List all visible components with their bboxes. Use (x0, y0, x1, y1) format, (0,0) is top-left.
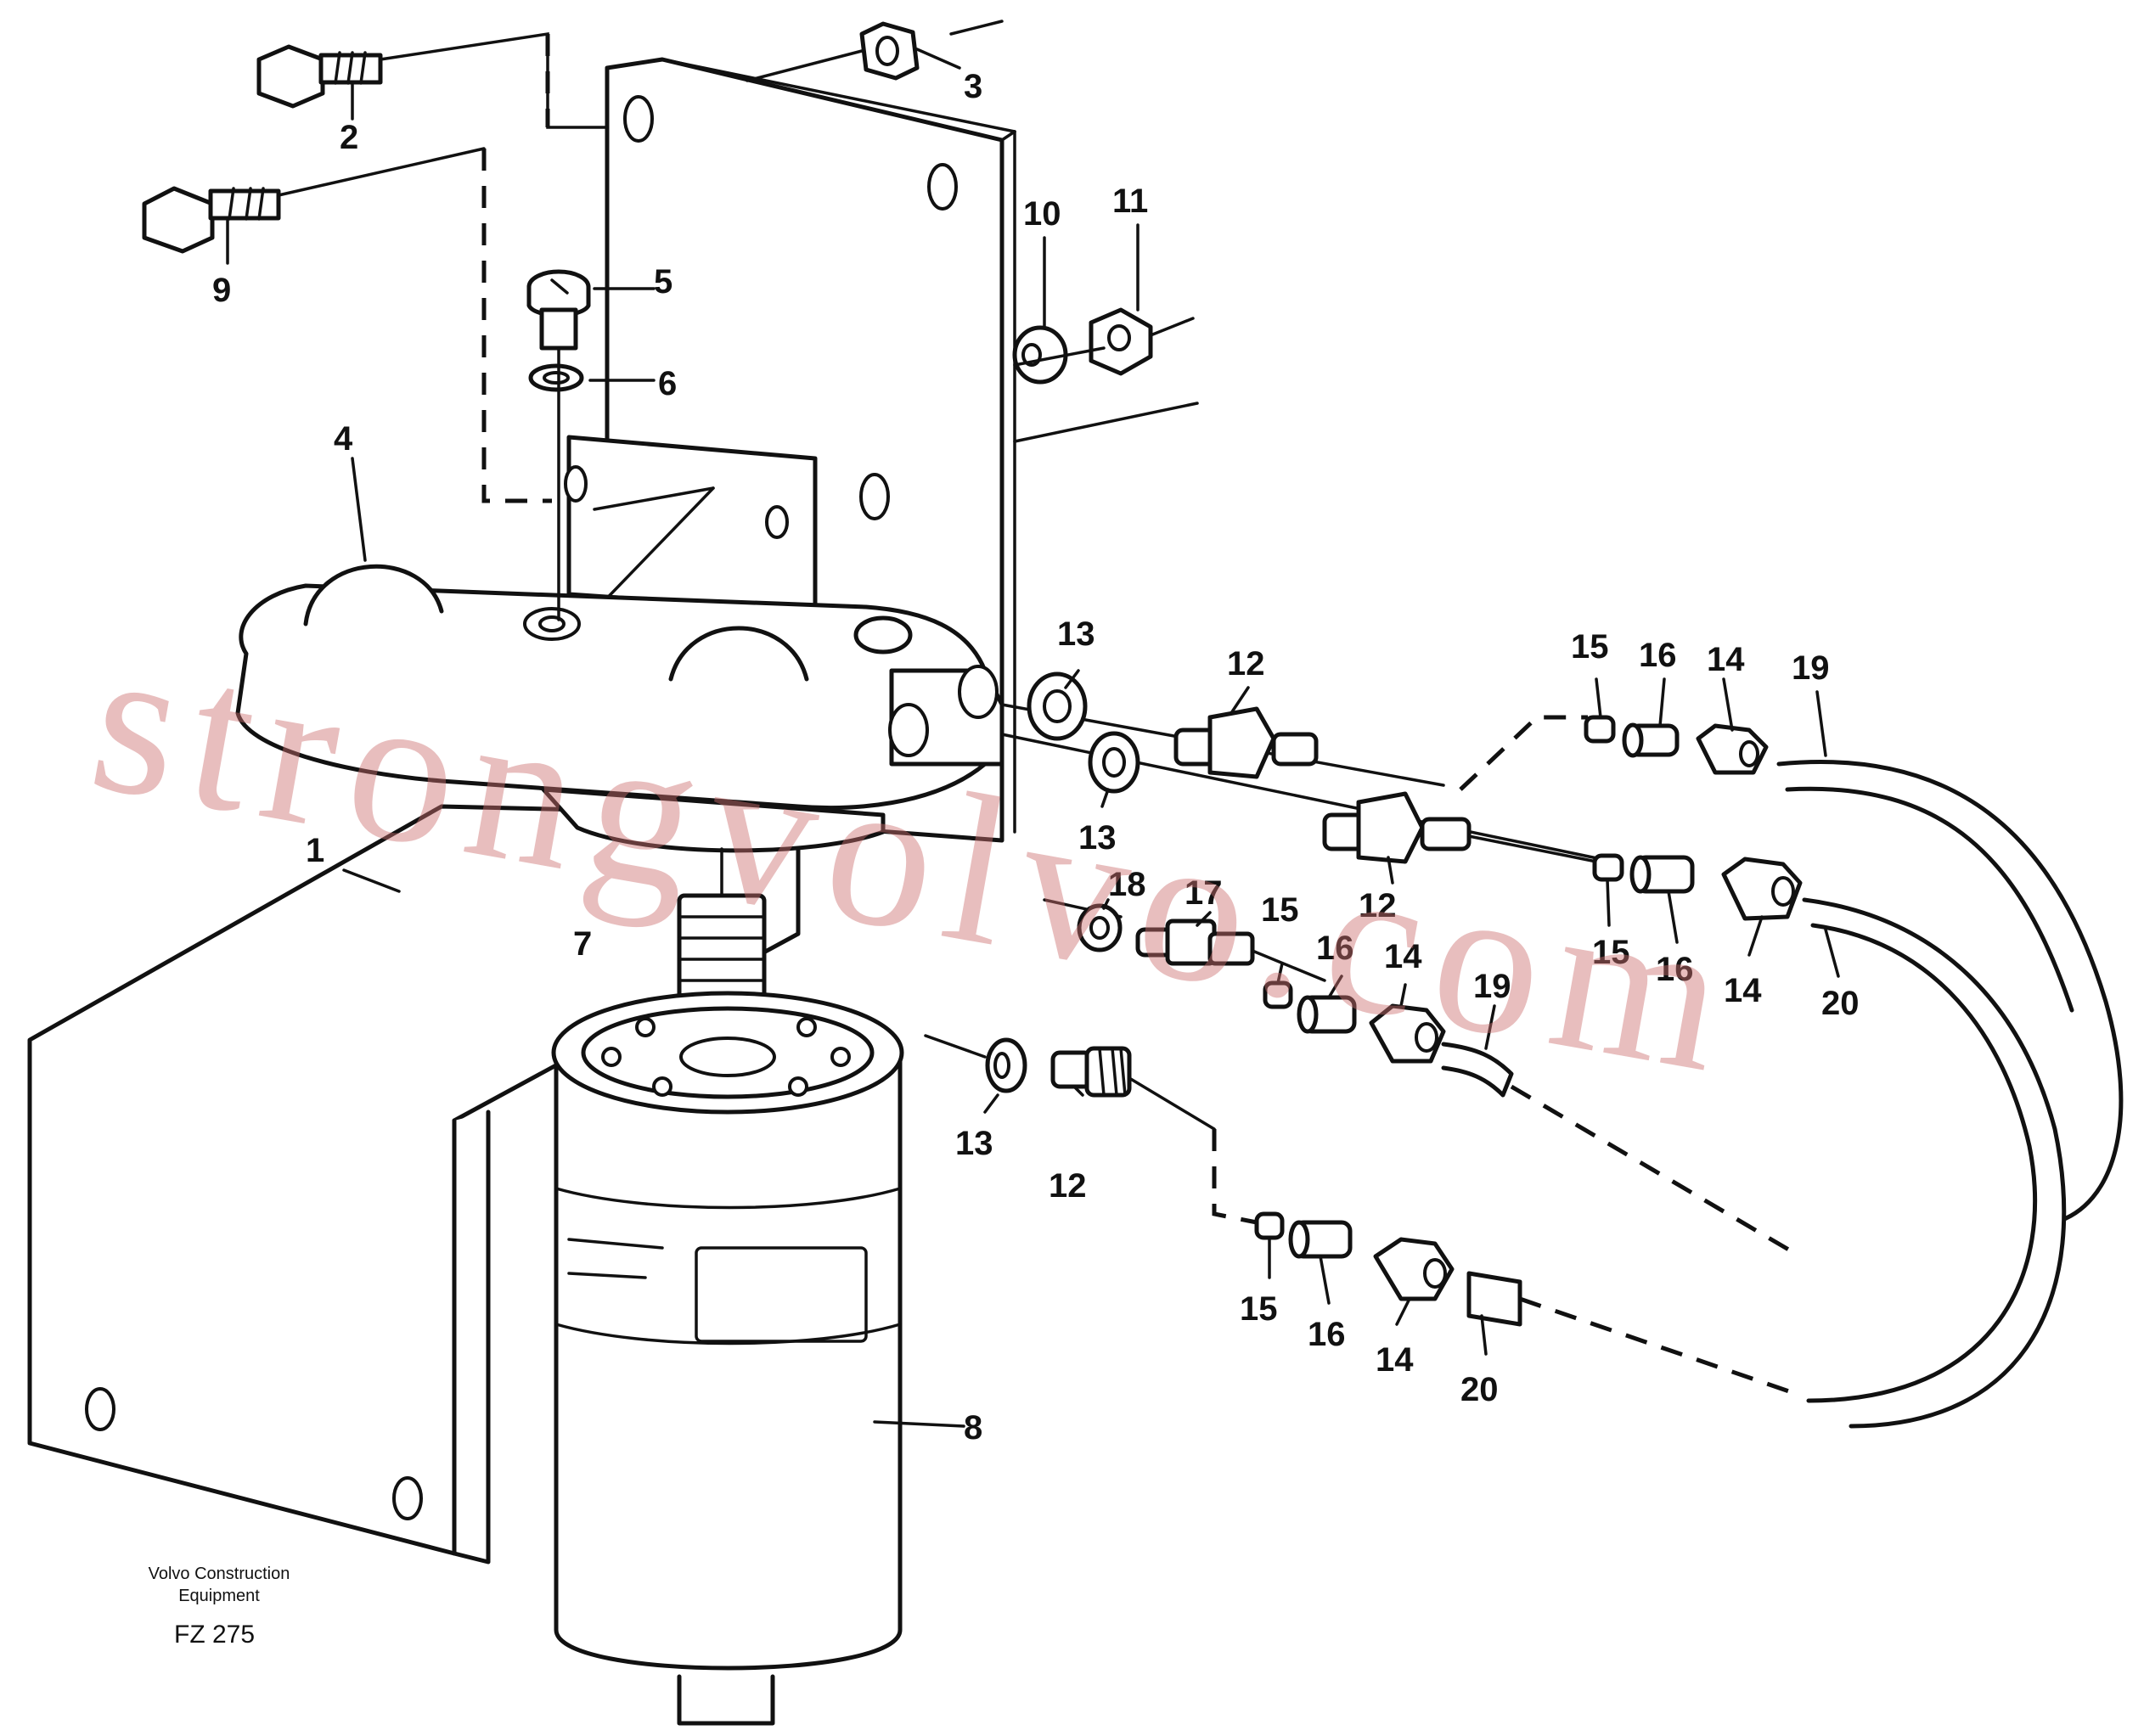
label-12b: 12 (1359, 887, 1397, 924)
label-15a: 15 (1571, 628, 1609, 666)
label-13a: 13 (1057, 615, 1095, 653)
label-14b: 14 (1724, 972, 1762, 1009)
label-9: 9 (212, 272, 231, 309)
label-5: 5 (654, 263, 672, 301)
label-15d: 15 (1240, 1290, 1278, 1328)
label-19b: 19 (1473, 968, 1511, 1005)
leader-lines (342, 223, 1840, 1428)
company-name: Volvo Construction (149, 1565, 290, 1583)
label-14a: 14 (1707, 641, 1745, 678)
sensor-17 (1135, 919, 1255, 966)
footer-caption: Volvo Construction Equipment FZ 275 (149, 1565, 290, 1649)
adapter-12-top (1173, 706, 1319, 779)
label-16b: 16 (1656, 951, 1694, 988)
ferrule-15-a (1584, 715, 1616, 744)
oil-filter (551, 991, 904, 1726)
label-20b: 20 (1460, 1371, 1499, 1408)
nut-14-c (1369, 1003, 1446, 1064)
filter-head (235, 435, 1004, 853)
sleeve-16-d (1288, 1220, 1353, 1259)
bolt-9 (142, 147, 486, 265)
label-11: 11 (1112, 183, 1148, 220)
label-3: 3 (964, 68, 982, 105)
washer-13-top (1027, 671, 1088, 741)
plug-5 (526, 269, 656, 351)
label-16d: 16 (1308, 1316, 1346, 1353)
label-16a: 16 (1639, 637, 1677, 674)
label-19a: 19 (1792, 649, 1830, 687)
label-12a: 12 (1227, 645, 1265, 683)
washer-13-low (985, 1037, 1027, 1093)
nut-14-a (1696, 723, 1769, 775)
washer-6 (528, 363, 656, 392)
washer-13-mid (1088, 731, 1140, 794)
label-4: 4 (334, 420, 353, 458)
label-10: 10 (1023, 195, 1061, 233)
sleeve-16-b (1629, 855, 1695, 894)
part-labels: 1 2 3 4 5 6 7 8 9 10 11 12 12 12 13 13 1… (212, 68, 1860, 1447)
nut-11 (1089, 307, 1195, 376)
label-15c: 15 (1261, 891, 1299, 929)
label-15b: 15 (1592, 934, 1630, 971)
washer-18 (1077, 903, 1123, 952)
figure-code: FZ 275 (174, 1621, 255, 1649)
label-7: 7 (573, 925, 592, 963)
label-20a: 20 (1821, 985, 1860, 1022)
label-8: 8 (964, 1409, 982, 1447)
adapter-12-mid (1322, 791, 1472, 864)
sleeve-16-a (1622, 722, 1680, 758)
label-14d: 14 (1376, 1341, 1414, 1379)
lower-bracket-plate (27, 804, 801, 1565)
bolt-2 (256, 31, 609, 129)
label-18: 18 (1108, 866, 1146, 903)
company-name-line2: Equipment (178, 1587, 260, 1605)
label-17: 17 (1185, 874, 1223, 912)
label-1: 1 (306, 832, 324, 869)
nut-14-d (1373, 1237, 1455, 1301)
nipple (677, 847, 767, 1013)
nut-14-b (1721, 857, 1803, 921)
label-13b: 13 (1078, 819, 1117, 857)
label-16c: 16 (1316, 930, 1354, 967)
label-14c: 14 (1384, 938, 1422, 975)
label-12c: 12 (1049, 1167, 1087, 1205)
washer-10 (1012, 325, 1068, 385)
label-6: 6 (658, 365, 677, 402)
label-13c: 13 (955, 1125, 993, 1162)
ferrule-15-d (1254, 1211, 1285, 1240)
hose-20 (1802, 897, 2067, 1429)
nut-3 (746, 20, 1004, 82)
adapter-12-low (1050, 1046, 1132, 1098)
label-2: 2 (340, 119, 358, 156)
